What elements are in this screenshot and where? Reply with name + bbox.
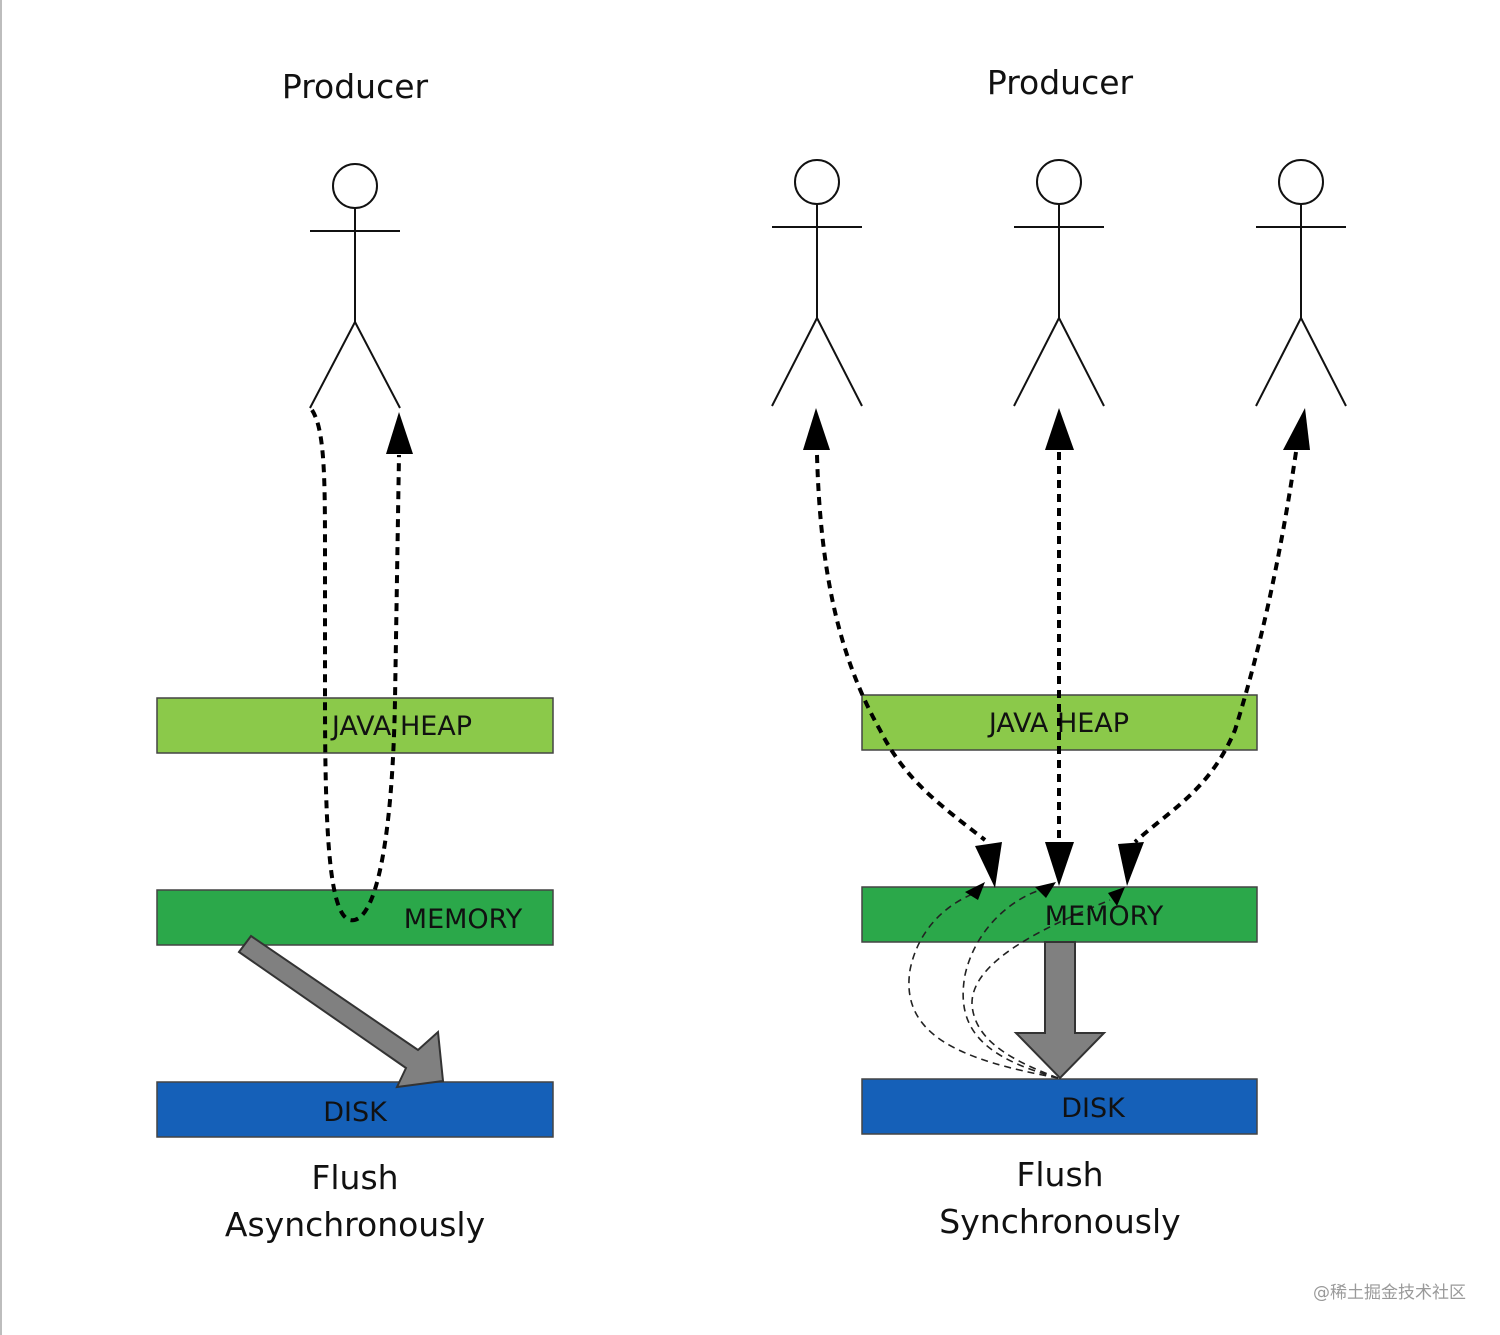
actor-icon bbox=[1255, 159, 1347, 407]
right-ack-arrowhead-2 bbox=[1035, 882, 1056, 898]
left-ack-arrowhead bbox=[386, 412, 413, 454]
right-memory-label: MEMORY bbox=[1045, 901, 1164, 932]
right-down-arrowhead-left bbox=[975, 842, 1002, 888]
right-disk-layer bbox=[861, 1078, 1258, 1135]
right-path-right bbox=[1133, 451, 1298, 844]
actor-icon bbox=[1013, 159, 1105, 407]
left-disk-label: DISK bbox=[323, 1097, 388, 1128]
left-caption-line2: Asynchronously bbox=[225, 1205, 485, 1244]
right-up-arrowhead-center bbox=[1045, 408, 1074, 450]
left-panel: Producer JAVA HEAP MEMORY DISK Flush Asy… bbox=[156, 67, 554, 1244]
right-ack-curve-3 bbox=[971, 899, 1111, 1079]
left-disk-layer bbox=[156, 1081, 554, 1138]
left-async-flush-arrow bbox=[237, 934, 445, 1089]
right-ack-curve-2 bbox=[962, 889, 1059, 1079]
right-ack-arrowhead-1 bbox=[965, 882, 985, 900]
actor-icon bbox=[309, 163, 401, 409]
left-caption-line1: Flush bbox=[311, 1158, 398, 1197]
left-memory-layer bbox=[156, 889, 554, 946]
right-panel: Producer JAVA HEAP DISK bbox=[771, 63, 1347, 1241]
right-ack-arrowhead-3 bbox=[1108, 887, 1125, 906]
right-up-arrowhead-right bbox=[1283, 408, 1310, 450]
right-down-arrowhead-center bbox=[1045, 842, 1074, 886]
watermark: @稀土掘金技术社区 bbox=[1313, 1283, 1466, 1303]
right-disk-label: DISK bbox=[1061, 1093, 1126, 1124]
right-up-arrowhead-left bbox=[803, 408, 830, 450]
left-write-path bbox=[310, 408, 401, 923]
left-java-heap-label: JAVA HEAP bbox=[330, 711, 472, 742]
right-sync-flush-arrow bbox=[1013, 941, 1107, 1080]
actor-icon bbox=[771, 159, 863, 407]
left-producer-title: Producer bbox=[282, 67, 429, 106]
right-path-left bbox=[815, 454, 987, 842]
left-java-heap-layer bbox=[156, 697, 554, 754]
right-producer-title: Producer bbox=[987, 63, 1134, 102]
right-caption-line2: Synchronously bbox=[939, 1202, 1180, 1241]
right-down-arrowhead-right bbox=[1118, 842, 1144, 886]
left-memory-label: MEMORY bbox=[404, 904, 523, 935]
right-caption-line1: Flush bbox=[1016, 1155, 1103, 1194]
